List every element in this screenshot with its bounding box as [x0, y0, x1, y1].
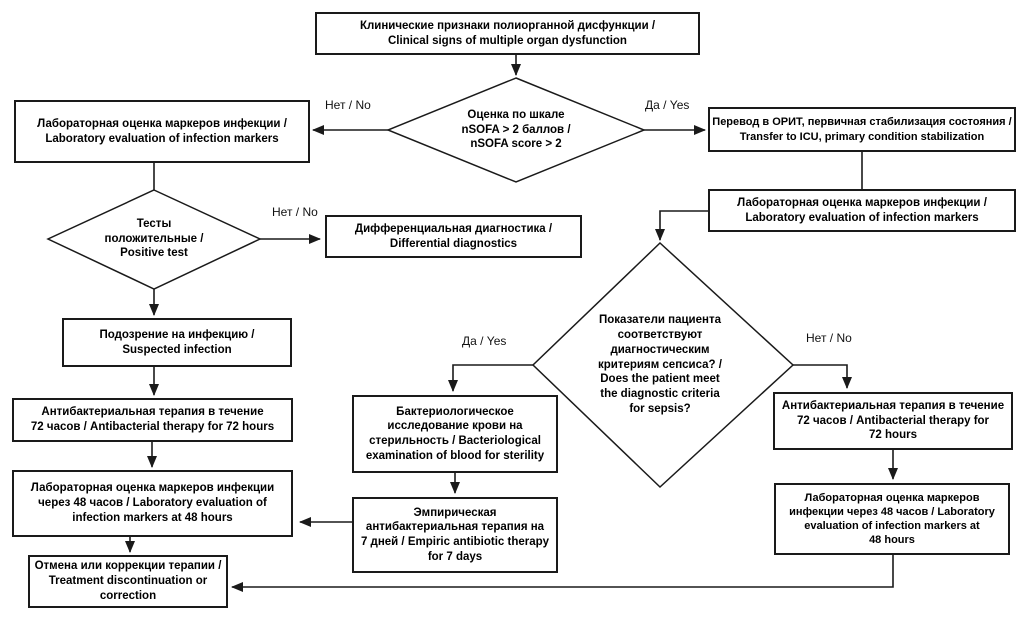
edge-label-nsofa-yes: Да / Yes	[645, 98, 690, 112]
edge-label-sepsis-no: Нет / No	[806, 331, 852, 345]
decision-tests-shape	[46, 189, 262, 290]
node-empiric-therapy: Эмпирическая антибактериальная терапия н…	[352, 497, 558, 573]
edge-label-sepsis-yes: Да / Yes	[462, 334, 507, 348]
decision-nsofa-shape	[386, 77, 646, 183]
decision-sepsis-shape	[531, 241, 795, 489]
node-clinical-signs: Клинические признаки полиорганной дисфун…	[315, 12, 700, 55]
node-tests-decision: Тесты положительные / Positive test	[104, 217, 204, 260]
edge-sepsis-yes	[448, 364, 533, 392]
node-suspected-infection: Подозрение на инфекцию / Suspected infec…	[62, 318, 292, 367]
node-antibacterial-72h-left: Антибактериальная терапия в течение 72 ч…	[12, 398, 293, 442]
node-nsofa-decision: Оценка по шкале nSOFA > 2 баллов / nSOFA…	[461, 108, 571, 151]
edge-label-nsofa-no: Нет / No	[325, 98, 371, 112]
edge-lab48-right-to-discont	[231, 555, 894, 592]
node-lab-eval-left: Лабораторная оценка маркеров инфекции / …	[14, 100, 310, 163]
edge-sepsis-no	[793, 364, 852, 389]
edge-label-tests-no: Нет / No	[272, 205, 318, 219]
node-differential-diagnostics: Дифференциальная диагностика / Different…	[325, 215, 582, 258]
node-antibacterial-72h-right: Антибактериальная терапия в течение 72 ч…	[773, 392, 1013, 450]
edge-lab-to-sepsis	[655, 210, 708, 241]
node-treatment-discontinuation: Отмена или коррекции терапии / Treatment…	[28, 555, 228, 608]
node-bacteriological-blood: Бактериологическое исследование крови на…	[352, 395, 558, 473]
node-lab-eval-48h-left: Лабораторная оценка маркеров инфекции че…	[12, 470, 293, 537]
node-sepsis-decision: Показатели пациента соответствуют диагно…	[598, 314, 722, 415]
node-icu-transfer: Перевод в ОРИТ, первичная стабилизация с…	[708, 107, 1016, 152]
node-lab-eval-48h-right: Лабораторная оценка маркеров инфекции че…	[774, 483, 1010, 555]
node-lab-eval-right: Лабораторная оценка маркеров инфекции / …	[708, 189, 1016, 232]
